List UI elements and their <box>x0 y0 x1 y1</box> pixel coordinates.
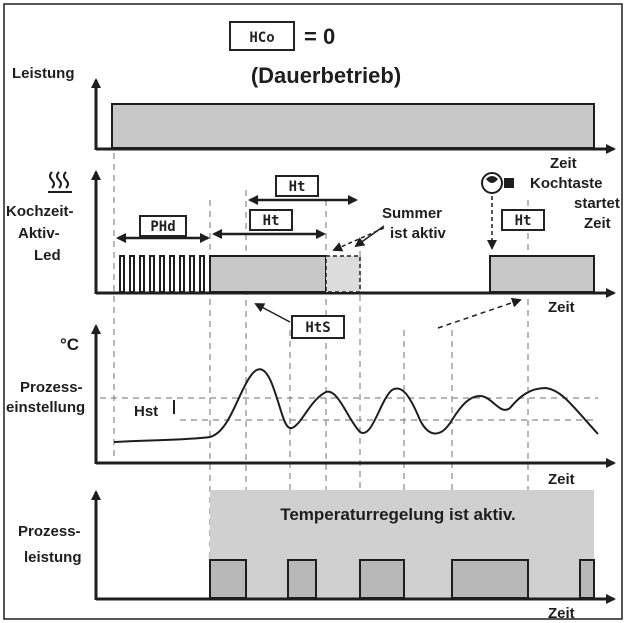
leistung-xlabel: Zeit <box>550 155 577 172</box>
title-mode: (Dauerbetrieb) <box>251 63 401 88</box>
lcd-phd-code: PHd <box>150 219 175 235</box>
prozessleistung-ylabel-line2: leistung <box>24 549 82 566</box>
kochzeit-ylabel-line3: Led <box>34 247 61 264</box>
summer-label-line2: ist aktiv <box>390 225 447 242</box>
pulse <box>149 255 155 293</box>
setpoint-label-line2: einstellung <box>6 399 85 416</box>
heat-waves-icon <box>48 171 72 193</box>
lcd-ht-code: Ht <box>263 213 280 229</box>
kochtaste-line1: Kochtaste <box>530 175 603 192</box>
hts-arrow <box>254 303 291 323</box>
title-lcd-box <box>229 21 295 51</box>
panel-leistung: Leistung Zeit <box>12 65 616 172</box>
temp-xlabel: Zeit <box>548 471 575 488</box>
power-pulse <box>359 559 405 599</box>
kochzeit-xlabel: Zeit <box>548 299 575 316</box>
power-pulse <box>209 559 247 599</box>
pulse <box>169 255 175 293</box>
panel-prozessleistung: Prozess- leistung Temperaturregelung ist… <box>18 490 616 622</box>
hysteresis-label: Hst <box>134 403 158 420</box>
pulse <box>159 255 165 293</box>
pulse <box>129 255 135 293</box>
summer-label-line1: Summer <box>382 205 442 222</box>
temp-ylabel: °C <box>60 335 79 354</box>
kochtaste-line2: startet <box>574 195 620 212</box>
panel-temperatur: °C Prozess- einstellung Hst Zeit <box>6 324 616 488</box>
led-cook-on <box>209 255 327 293</box>
control-active-label: Temperaturregelung ist aktiv. <box>280 505 516 524</box>
title-lcd-code: HCo <box>249 30 274 46</box>
power-pulses <box>209 559 595 599</box>
pulse <box>189 255 195 293</box>
temperature-curve <box>113 368 599 443</box>
lcd-ht-right-code: Ht <box>515 213 532 229</box>
lcd-ht-box <box>249 209 293 231</box>
lcd-phd-box <box>139 215 187 237</box>
prozessleistung-ylabel-line1: Prozess- <box>18 523 81 540</box>
summer-arrow-right <box>354 225 385 248</box>
power-pulse <box>287 559 317 599</box>
lcd-hts-box <box>291 315 345 339</box>
diagram-frame <box>3 3 623 620</box>
title-equals-value: = 0 <box>304 24 335 49</box>
prozessleistung-xlabel: Zeit <box>548 605 575 622</box>
power-pulse <box>579 559 595 599</box>
kochzeit-ylabel-line2: Aktiv- <box>18 225 60 242</box>
panel-kochzeit: Kochzeit- Aktiv- Led PHd Ht <box>6 170 620 339</box>
lcd-ht-upper-box <box>275 175 319 197</box>
pulse <box>119 255 125 293</box>
restart-arrow <box>437 297 522 329</box>
leistung-power-bar <box>111 103 595 149</box>
pulse <box>199 255 205 293</box>
lcd-ht-upper-code: Ht <box>289 179 306 195</box>
leistung-ylabel: Leistung <box>12 65 75 82</box>
lcd-ht-right-box <box>501 209 545 231</box>
kochtaste-line3: Zeit <box>584 215 611 232</box>
title-block: HCo = 0 (Dauerbetrieb) <box>229 21 401 88</box>
led-summer-on <box>325 255 361 293</box>
lcd-hts-code: HtS <box>305 320 330 336</box>
kochzeit-ylabel-line1: Kochzeit- <box>6 203 74 220</box>
blinking-led-pulses <box>119 255 205 293</box>
pulse <box>179 255 185 293</box>
power-pulse <box>451 559 529 599</box>
setpoint-label-line1: Prozess- <box>20 379 83 396</box>
cook-button-icon <box>481 172 514 194</box>
pulse <box>139 255 145 293</box>
led-restart-on <box>489 255 595 293</box>
